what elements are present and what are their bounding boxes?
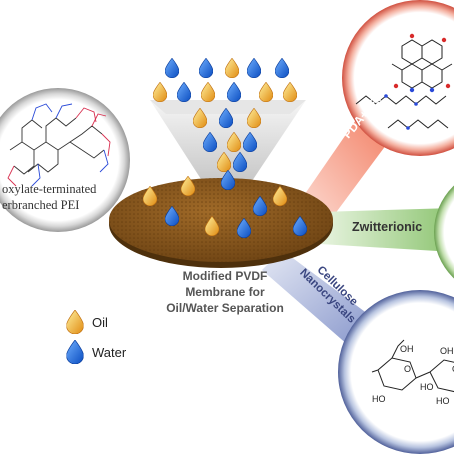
oil-drop-icon — [259, 82, 273, 102]
oil-drop-icon — [201, 82, 215, 102]
cellulose-structure — [371, 339, 454, 393]
membrane-label: Modified PVDF Membrane for Oil/Water Sep… — [150, 268, 300, 316]
zwitterionic-ribbon — [320, 208, 454, 252]
pda-pei-circle — [342, 0, 454, 156]
water-drop-icon — [199, 58, 213, 78]
legend-oil-label: Oil — [92, 314, 108, 330]
pei-circle — [0, 88, 130, 232]
pei-label-line1: oxylate-terminated — [2, 182, 97, 196]
chem-ho-3: HO — [436, 396, 450, 406]
oil-drop-icon — [66, 310, 84, 334]
legend-oil: Oil — [66, 310, 108, 334]
legend-water: Water — [66, 340, 126, 364]
oil-drop-icon — [181, 176, 195, 196]
water-drop-icon — [275, 58, 289, 78]
membrane-label-line1: Modified PVDF — [182, 269, 268, 283]
oil-drop-icon — [283, 82, 297, 102]
membrane-label-line2: Membrane for — [185, 285, 265, 299]
chem-ho-1: HO — [372, 394, 386, 404]
chem-ho-2: HO — [420, 382, 434, 392]
water-drop-icon — [66, 340, 84, 364]
membrane-label-line3: Oil/Water Separation — [166, 301, 284, 315]
water-drop-icon — [177, 82, 191, 102]
oil-drop-icon — [153, 82, 167, 102]
zwitterionic-circle — [434, 185, 454, 279]
chem-oh-1: OH — [400, 344, 414, 354]
legend-water-label: Water — [92, 344, 127, 360]
cellulose-circle — [338, 290, 454, 454]
chem-o-1: O — [404, 364, 412, 374]
water-drop-icon — [247, 58, 261, 78]
chem-oh-2: OH — [440, 346, 454, 356]
water-drop-icon — [227, 82, 241, 102]
water-drop-icon — [165, 58, 179, 78]
chem-o-2: O — [452, 364, 454, 374]
pei-structure — [9, 117, 105, 175]
oil-drop-icon — [225, 58, 239, 78]
pei-label-line2: erbranched PEI — [2, 198, 80, 212]
zwitterionic-label: Zwitterionic — [352, 220, 423, 234]
funnel-back — [150, 100, 306, 114]
